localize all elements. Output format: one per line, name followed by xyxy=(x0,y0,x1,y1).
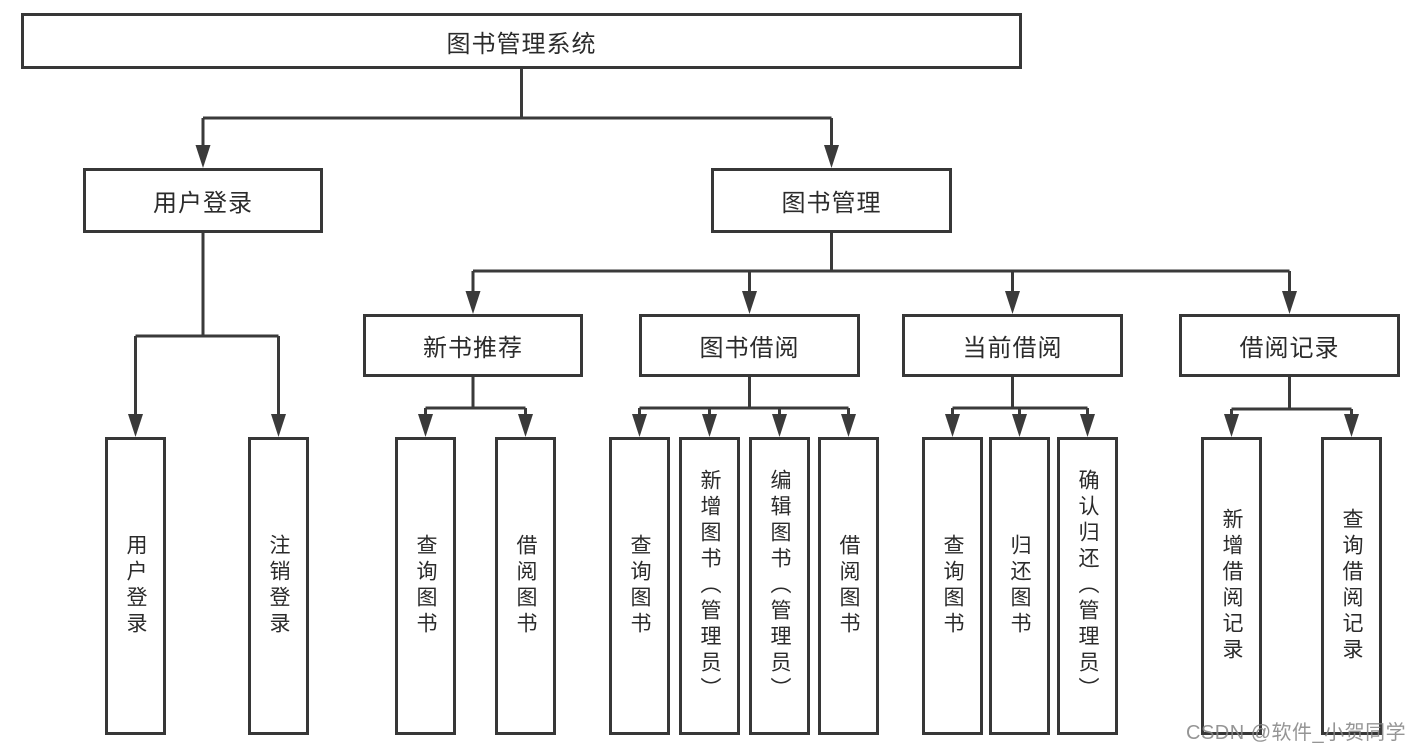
connector-root-to-level2 xyxy=(195,69,839,168)
leaf-add-book-admin: 新增图书（管理员） xyxy=(679,437,740,735)
arrow-down-icon xyxy=(772,414,787,437)
leaf-confirm-return-admin: 确认归还（管理员） xyxy=(1057,437,1118,735)
arrow-down-icon xyxy=(1344,414,1359,437)
node-borrowing-records: 借阅记录 xyxy=(1179,314,1400,377)
arrow-down-icon xyxy=(742,291,757,314)
node-root-library-management-system: 图书管理系统 xyxy=(21,13,1022,69)
arrow-down-icon xyxy=(1224,414,1239,437)
connector-borrow-records-children xyxy=(1224,377,1359,437)
arrow-down-icon xyxy=(1080,414,1095,437)
arrow-down-icon xyxy=(518,414,533,437)
arrow-down-icon xyxy=(195,145,211,168)
leaf-logout: 注销登录 xyxy=(248,437,309,735)
arrow-down-icon xyxy=(841,414,856,437)
node-new-book-recommendation: 新书推荐 xyxy=(363,314,583,377)
arrow-down-icon xyxy=(418,414,433,437)
leaf-borrow-books-recommendation: 借阅图书 xyxy=(495,437,556,735)
connector-book-borrow-children xyxy=(632,377,856,437)
arrow-down-icon xyxy=(128,414,143,437)
csdn-watermark: CSDN @软件_小贺同学 xyxy=(1186,722,1405,744)
arrow-down-icon xyxy=(1012,414,1027,437)
connector-book-mgmt-children xyxy=(465,233,1297,314)
node-user-login: 用户登录 xyxy=(83,168,323,233)
leaf-query-books-borrowing: 查询图书 xyxy=(609,437,670,735)
arrow-down-icon xyxy=(271,414,286,437)
node-book-borrowing: 图书借阅 xyxy=(639,314,860,377)
arrow-down-icon xyxy=(702,414,717,437)
arrow-down-icon xyxy=(632,414,647,437)
leaf-query-borrow-record: 查询借阅记录 xyxy=(1321,437,1382,735)
connector-user-login-children xyxy=(128,233,286,437)
arrow-down-icon xyxy=(824,145,839,168)
leaf-edit-book-admin: 编辑图书（管理员） xyxy=(749,437,810,735)
leaf-add-borrow-record: 新增借阅记录 xyxy=(1201,437,1262,735)
leaf-return-book: 归还图书 xyxy=(989,437,1050,735)
arrow-down-icon xyxy=(465,291,481,314)
arrow-down-icon xyxy=(1005,291,1020,314)
connector-new-book-rec-children xyxy=(418,377,533,437)
connector-current-borrow-children xyxy=(945,377,1095,437)
leaf-query-books-current: 查询图书 xyxy=(922,437,983,735)
node-current-borrowing: 当前借阅 xyxy=(902,314,1123,377)
node-book-management: 图书管理 xyxy=(711,168,952,233)
arrow-down-icon xyxy=(945,414,960,437)
leaf-borrow-books: 借阅图书 xyxy=(818,437,879,735)
leaf-query-books-recommendation: 查询图书 xyxy=(395,437,456,735)
leaf-user-login: 用户登录 xyxy=(105,437,166,735)
arrow-down-icon xyxy=(1282,291,1297,314)
